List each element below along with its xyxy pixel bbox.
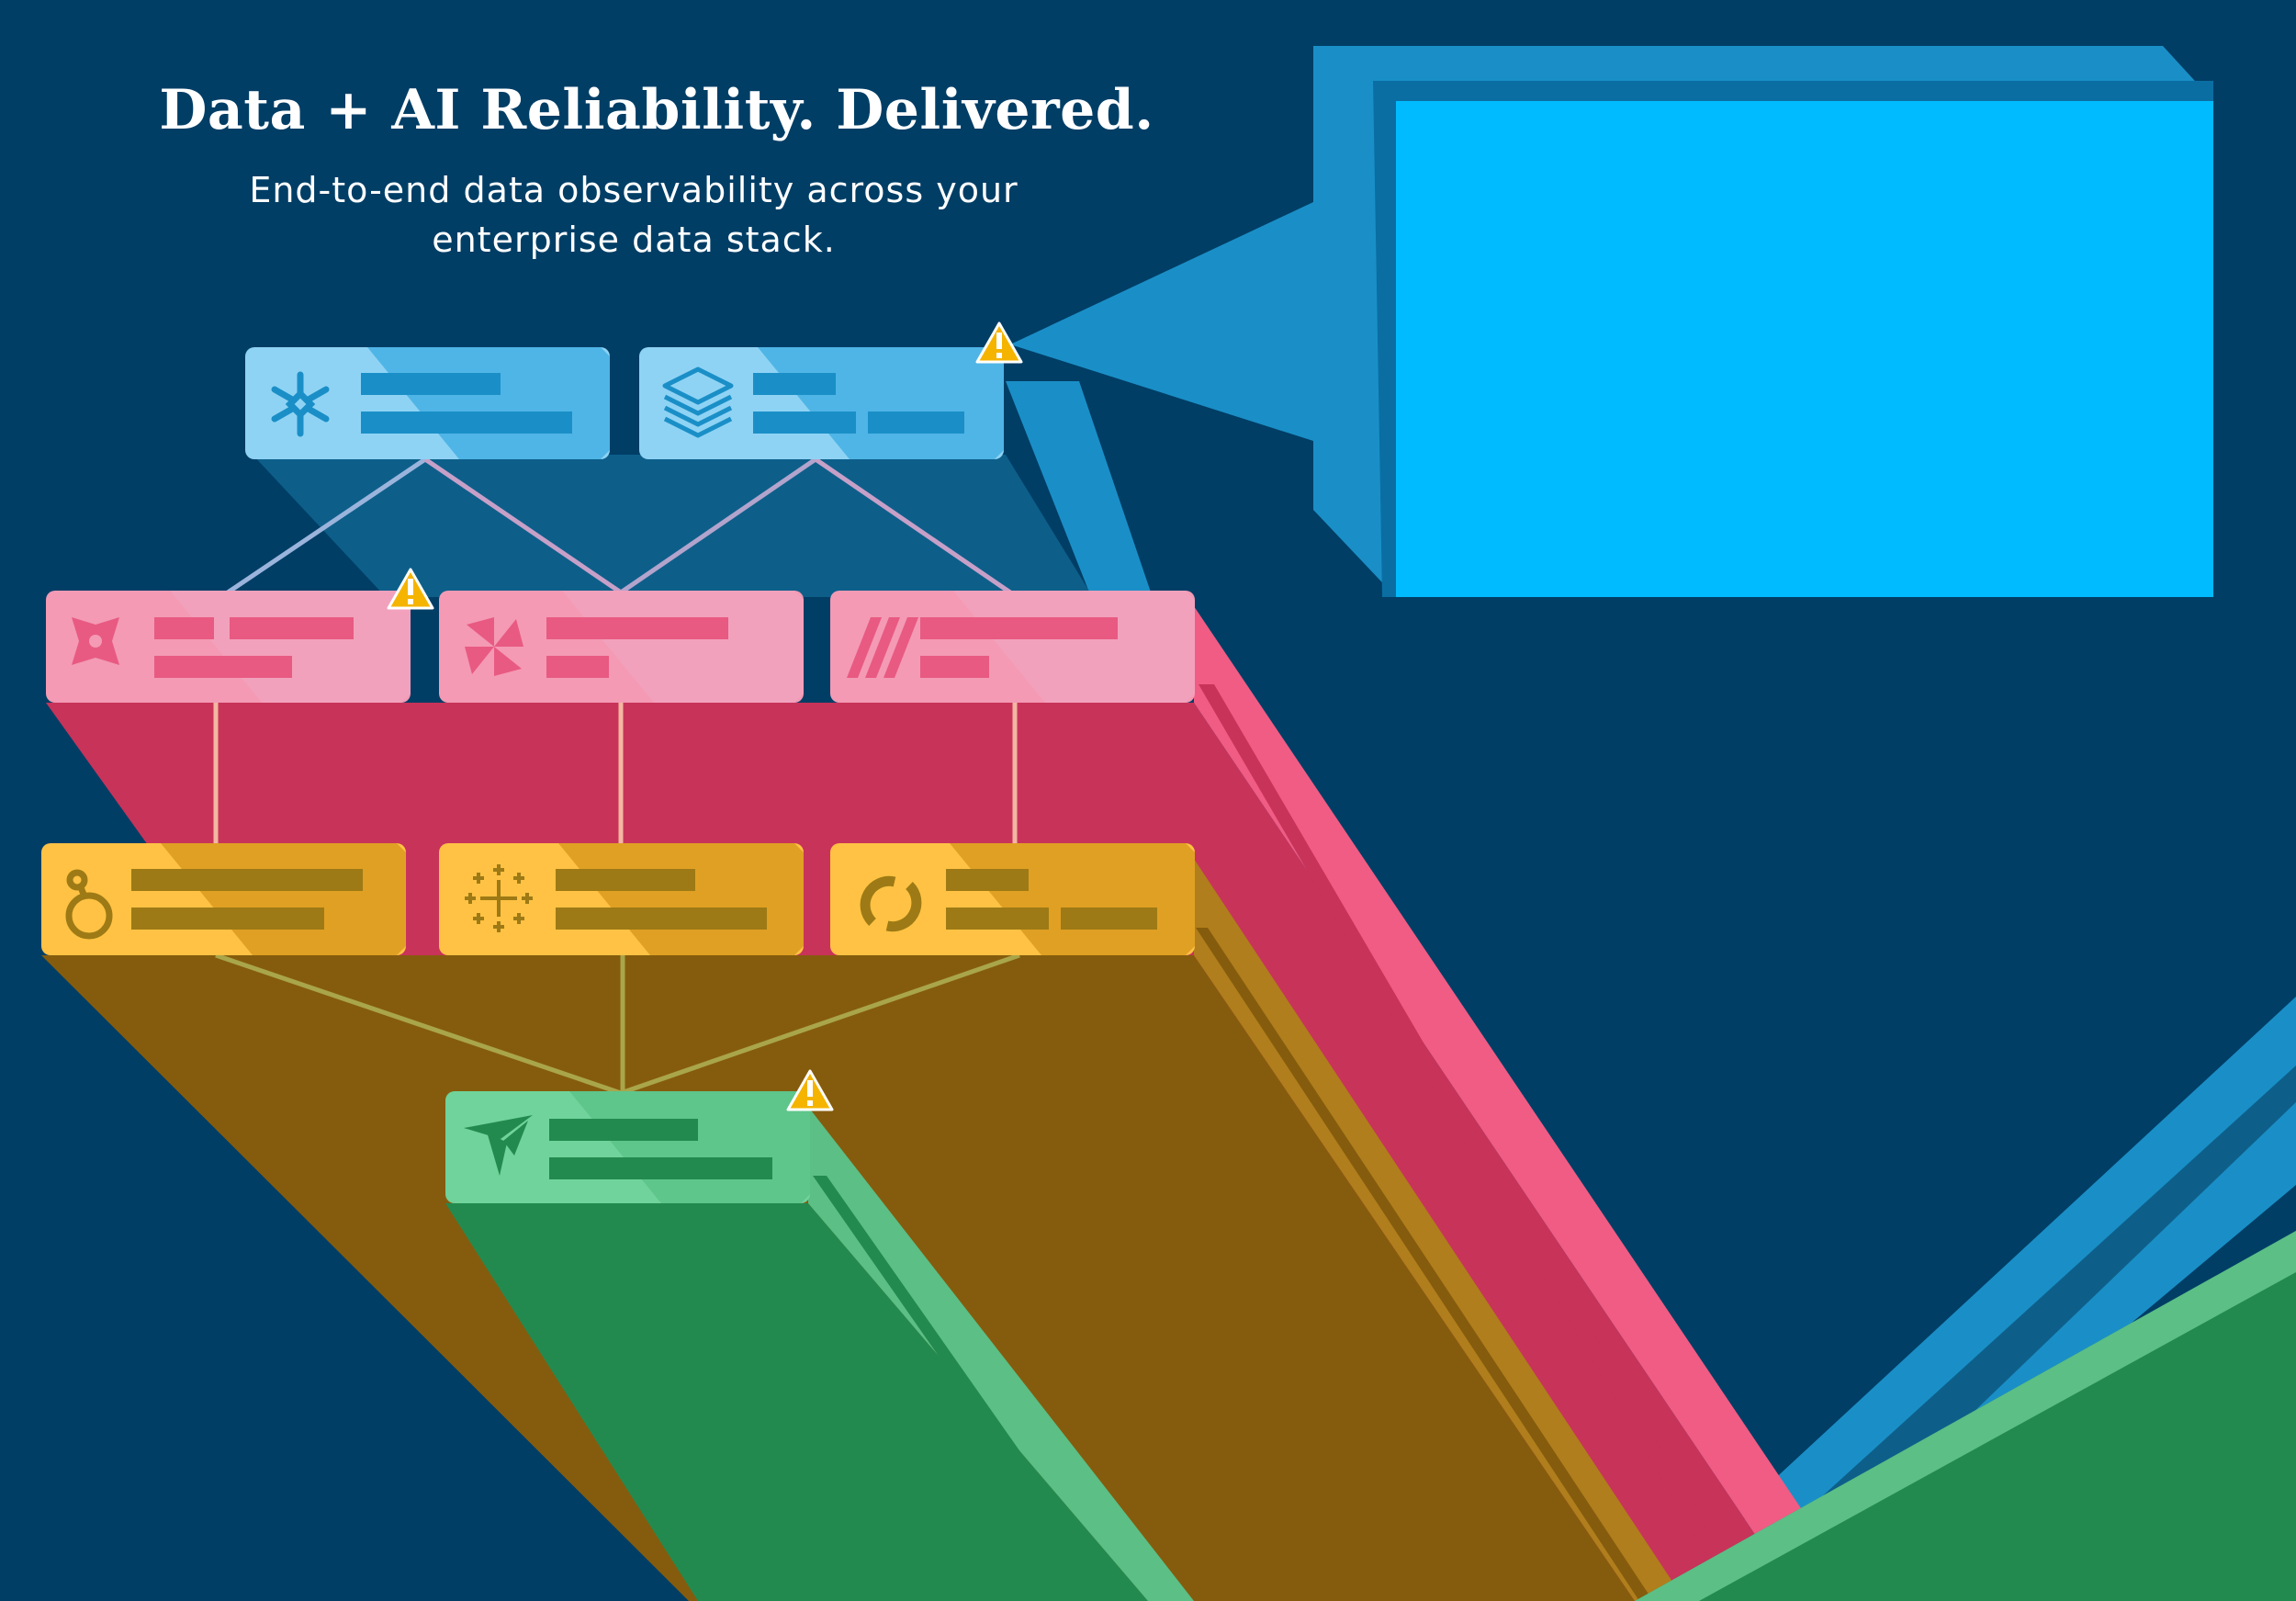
- warning-icon[interactable]: [387, 568, 434, 610]
- looker-icon: [65, 869, 113, 940]
- slash-stripes-icon: [847, 617, 918, 678]
- page-title: Data + AI Reliability. Delivered.: [159, 78, 1154, 142]
- bi-beam-side: [1194, 859, 1685, 1601]
- placeholder-bar: [549, 1119, 698, 1141]
- page-subtitle: End-to-end data observability across you…: [184, 165, 1084, 265]
- placeholder-bar: [753, 373, 836, 395]
- sink-beam-stripe: [813, 1176, 1125, 1601]
- placeholder-bar: [946, 908, 1049, 930]
- placeholder-bar: [920, 617, 1118, 639]
- warehouse-beam-shadow: [253, 455, 1093, 597]
- node-dbt[interactable]: [46, 591, 411, 703]
- subtitle-line: enterprise data stack.: [432, 220, 836, 260]
- detail-panel-callout: [1010, 202, 1378, 441]
- node-fivetran[interactable]: [830, 591, 1195, 703]
- green-beam-right-side: [1635, 1231, 2296, 1601]
- node-snowflake[interactable]: [245, 347, 610, 459]
- blue-beam-right-inner: [1791, 1065, 2296, 1552]
- dbt-icon: [72, 617, 119, 665]
- placeholder-bar: [546, 617, 728, 639]
- sync-arrows-icon: [860, 875, 922, 932]
- placeholder-bar: [556, 908, 767, 930]
- bi-beam-stripe: [1196, 928, 1653, 1601]
- detail-panel: [1396, 101, 2213, 597]
- placeholder-bar: [131, 908, 324, 930]
- node-airflow[interactable]: [439, 591, 804, 703]
- transform-beam-side: [1194, 606, 1837, 1601]
- node-monte-carlo[interactable]: [445, 1091, 810, 1203]
- subtitle-line: End-to-end data observability across you…: [249, 170, 1019, 210]
- placeholder-bar: [154, 656, 292, 678]
- placeholder-bar: [361, 373, 501, 395]
- placeholder-bar: [868, 412, 964, 434]
- placeholder-bar: [549, 1157, 772, 1179]
- placeholder-bar: [546, 656, 609, 678]
- placeholder-bar: [753, 412, 856, 434]
- sink-beam-side: [808, 1107, 1194, 1601]
- node-looker[interactable]: [41, 843, 406, 955]
- warning-icon[interactable]: [975, 321, 1023, 364]
- placeholder-bar: [361, 412, 572, 434]
- warehouse-beam: [1006, 381, 1162, 625]
- pinwheel-icon: [465, 617, 523, 676]
- placeholder-bar: [230, 617, 354, 639]
- layers-stack-icon: [662, 366, 734, 438]
- placeholder-bar: [946, 869, 1029, 891]
- placeholder-bar: [154, 617, 214, 639]
- transform-beam-stripe: [1199, 684, 1727, 1562]
- sink-beam: [445, 1203, 1148, 1601]
- tableau-icon: [465, 864, 533, 932]
- placeholder-bar: [920, 656, 989, 678]
- snowflake-icon: [271, 371, 330, 437]
- bird-icon: [464, 1115, 533, 1176]
- lineage-edges: [213, 457, 1020, 1096]
- placeholder-bar: [556, 869, 695, 891]
- node-databricks[interactable]: [639, 347, 1004, 459]
- placeholder-bar: [131, 869, 363, 891]
- warning-icon[interactable]: [786, 1069, 834, 1111]
- node-sigma[interactable]: [830, 843, 1195, 955]
- node-tableau[interactable]: [439, 843, 804, 955]
- placeholder-bar: [1061, 908, 1157, 930]
